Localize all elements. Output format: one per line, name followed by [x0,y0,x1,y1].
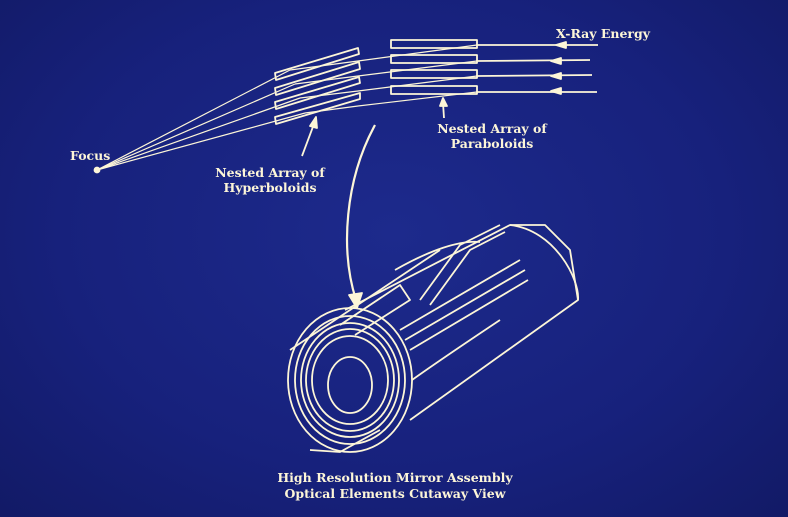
focus-point [93,166,101,174]
pointer-arrows [301,97,448,309]
xray-energy-label: X-Ray Energy [556,26,650,41]
caption-line2: Optical Elements Cutaway View [284,486,506,501]
hyperboloids-label-line2: Hyperboloids [223,180,317,195]
ray-paths [96,44,478,171]
focus-label: Focus [70,148,111,163]
xray-arrows [476,41,598,95]
paraboloid-array [390,39,478,95]
paraboloids-label-line1: Nested Array of [437,121,547,136]
caption-line1: High Resolution Mirror Assembly [277,470,513,485]
hyperboloid-array [274,47,361,125]
hyperboloids-label-line1: Nested Array of [215,165,325,180]
mirror-assembly-cutaway [287,224,579,453]
paraboloids-label-line2: Paraboloids [450,136,534,151]
